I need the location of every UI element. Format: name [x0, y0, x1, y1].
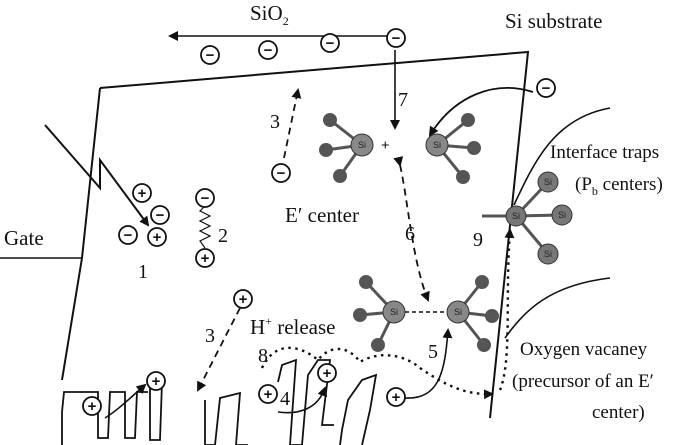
si-substrate-label: Si substrate — [505, 9, 602, 33]
center-label: center) — [592, 402, 645, 423]
electron-gate-2-circle — [118, 225, 138, 245]
process-number-5: 5 — [428, 341, 438, 363]
electron-top-4-circle — [386, 28, 406, 48]
hole-gate-1-circle — [132, 183, 152, 203]
si-label-e-left: Si — [358, 140, 366, 150]
precursor-label: (precursor of an E′ — [512, 371, 654, 392]
electron-gate-2-sign: − — [124, 227, 133, 244]
electron-top-2-sign: − — [264, 42, 273, 59]
e-center-label: E′ center — [285, 203, 359, 227]
process-number-3-top: 3 — [270, 111, 280, 133]
electron-trap-3-circle — [271, 163, 291, 183]
h-release-label: H+ release — [250, 314, 336, 339]
hole-transport-3-sign: + — [239, 291, 248, 308]
arrow-4 — [277, 386, 328, 414]
hole-comb-5-circle — [386, 387, 406, 407]
electron-top-3-sign: − — [326, 35, 335, 52]
substrate-electron-arrow — [428, 87, 534, 137]
si-label-vac-left: Si — [390, 307, 398, 317]
hole-comb-3-circle — [258, 384, 278, 404]
process-number-3-bottom: 3 — [205, 325, 215, 347]
oxygen-vacancy-left-si — [353, 275, 406, 352]
arrow-5 — [404, 328, 453, 399]
oxygen-vacancy-right-si — [446, 275, 499, 352]
hole-comb-3-sign: + — [264, 386, 273, 403]
electron-pair-2-circle — [195, 188, 215, 208]
hole-pair-2-circle — [195, 248, 215, 268]
arrow-8 — [260, 346, 494, 400]
electron-gate-1-sign: − — [156, 207, 165, 224]
process-number-6: 6 — [405, 223, 415, 245]
hole-gate-2-circle — [147, 227, 167, 247]
sio2-label: SiO2 — [250, 1, 289, 28]
arrow-3-top — [283, 88, 302, 159]
e-center-left-si — [319, 113, 374, 183]
electron-top-1-sign: − — [206, 47, 215, 64]
pb-center-structure — [482, 171, 573, 265]
oxygen-vacancy-label: Oxygen vacaney — [520, 339, 648, 360]
interface-curve-lower — [504, 277, 611, 339]
oxide-left-edge — [61, 87, 101, 381]
bond-plus-sign: + — [381, 138, 390, 154]
hole-comb-4-circle — [317, 363, 337, 383]
electron-top-4-sign: − — [392, 30, 401, 47]
pb-centers-label: (Pb centers) — [575, 174, 663, 198]
spring-2 — [198, 205, 212, 249]
oxide-region-outline — [99, 50, 530, 419]
gate-label: Gate — [4, 226, 44, 250]
si-label-pb-bottom: Si — [544, 249, 552, 259]
arrow-3-bottom — [197, 307, 241, 392]
process-number-4: 4 — [280, 388, 290, 410]
electron-gate-1-circle — [150, 205, 170, 225]
electron-top-2-circle — [258, 40, 278, 60]
hole-comb-1-circle — [82, 396, 102, 416]
hole-comb-2-circle — [146, 371, 166, 391]
process-number-2: 2 — [218, 225, 228, 247]
electron-substrate-sign: − — [542, 80, 551, 97]
process-number-7: 7 — [398, 89, 408, 111]
hole-comb-5-sign: + — [392, 389, 401, 406]
e-center-right-si — [425, 113, 481, 184]
hole-transport-3-circle — [233, 289, 253, 309]
arrow-6 — [393, 156, 430, 302]
hole-gate-2-sign: + — [153, 229, 162, 246]
si-label-pb-right: Si — [558, 210, 566, 220]
hole-pair-2-sign: + — [201, 250, 210, 267]
hole-comb-4-sign: + — [323, 365, 332, 382]
lightning-bolt — [44, 124, 150, 227]
electron-trap-3-sign: − — [277, 165, 286, 182]
interface-traps-label: Interface traps — [550, 142, 659, 163]
interface-curve-upper — [513, 107, 611, 206]
electron-substrate-circle — [536, 78, 556, 98]
process-number-1: 1 — [138, 261, 148, 283]
charge-markers: −−−−−−+−−+−+++++++ — [82, 28, 556, 416]
electron-pair-2-sign: − — [201, 190, 210, 207]
si-label-pb-center: Si — [512, 211, 520, 221]
si-label-vac-right: Si — [454, 307, 462, 317]
hole-gate-1-sign: + — [138, 185, 147, 202]
si-label-pb-top: Si — [544, 177, 552, 187]
process-number-9: 9 — [473, 229, 483, 251]
process-number-8: 8 — [258, 345, 268, 367]
electron-top-3-circle — [320, 33, 340, 53]
si-label-e-right: Si — [433, 140, 441, 150]
hole-comb-1-sign: + — [88, 398, 97, 415]
electron-top-1-circle — [200, 45, 220, 65]
comb-charge-arrow — [104, 383, 147, 419]
hole-comb-2-sign: + — [152, 373, 161, 390]
